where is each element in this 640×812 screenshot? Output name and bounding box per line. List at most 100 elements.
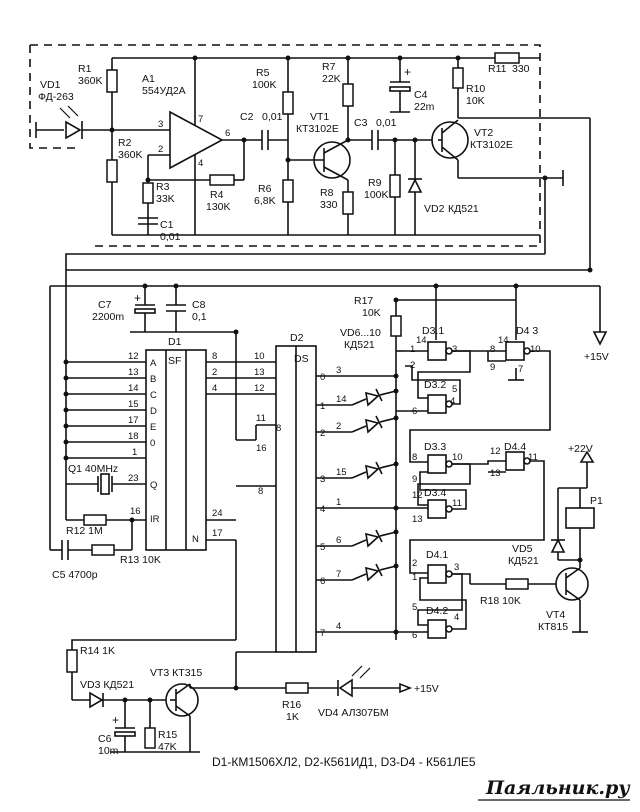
d2-out-label-4: 4 — [320, 504, 325, 515]
latch3-cross-a — [419, 577, 467, 630]
d41-label: D4.1 — [426, 549, 448, 561]
d1-chip — [145, 349, 207, 551]
r11-label: R11 — [488, 63, 507, 75]
plus15-bottom-label: +15V — [414, 683, 439, 695]
c3-value: 0,01 — [376, 117, 397, 129]
pin-12b: 12 — [412, 490, 423, 501]
d34-label: D3.4 — [424, 487, 446, 499]
d2-out-diode-2 — [365, 418, 380, 434]
c8-label: C8 — [192, 299, 206, 311]
vt3-label: VT3 КТ315 — [150, 667, 202, 679]
d2-out-pin-2: 2 — [336, 421, 341, 432]
d42-inverter-bubble — [445, 625, 453, 633]
pin-4c: 4 — [454, 612, 459, 623]
d43-label: D4 3 — [516, 325, 538, 337]
pin-5: 5 — [452, 384, 457, 395]
pin-3c: 3 — [454, 562, 459, 573]
pin-1c: 1 — [412, 572, 417, 583]
d43-gate — [505, 341, 525, 361]
r10-label: R10 — [466, 83, 485, 95]
d1-in-0: 0 — [150, 438, 155, 449]
c4-label: C4 — [414, 89, 428, 101]
d2-label: D2 — [290, 332, 304, 344]
r16-value: 1K — [286, 711, 299, 723]
c4-plus: + — [404, 65, 411, 79]
q1-label: Q1 40MHz — [68, 463, 118, 475]
vt1-label: VT1 — [310, 111, 329, 123]
c7-value: 2200m — [92, 311, 124, 323]
r15-label: R15 — [158, 729, 177, 741]
d1-out-8: 8 — [212, 351, 217, 362]
d32-gate — [427, 394, 447, 414]
r5-value: 100K — [252, 79, 277, 91]
a1-pin6: 6 — [225, 128, 230, 139]
r3-label: R3 — [156, 181, 170, 193]
vd6-10-label: VD6...10 — [340, 327, 381, 339]
p1-relay-coil — [565, 507, 595, 529]
d2-out-pin-5: 6 — [336, 535, 341, 546]
vt4-transistor-icon — [555, 558, 589, 633]
d1-in-e: E — [150, 422, 156, 433]
d1-pin-17: 17 — [128, 415, 139, 426]
pin-5c: 5 — [412, 602, 417, 613]
c3-label: C3 — [354, 117, 368, 129]
d2-out-pin-6: 7 — [336, 569, 341, 580]
a1-label: A1 — [142, 73, 155, 85]
r15-value: 47K — [158, 741, 177, 753]
vd4-label: VD4 АЛ307БМ — [318, 707, 389, 719]
r13-label: R13 10K — [120, 554, 161, 566]
vt2-transistor-icon — [431, 119, 469, 161]
d31-gate — [427, 341, 447, 361]
d2-out-lead-5 — [351, 539, 367, 547]
vt1-type: КТ3102Е — [296, 123, 339, 135]
c6-label: C6 — [98, 733, 112, 745]
d41-out — [452, 573, 471, 584]
c7-plus: + — [134, 291, 141, 305]
vt2-label: VT2 — [474, 127, 493, 139]
plus22-label: +22V — [568, 443, 593, 455]
r2-resistor — [106, 159, 118, 183]
pin-6: 6 — [412, 406, 417, 417]
r17-resistor — [390, 315, 402, 337]
d33-label: D3.3 — [424, 441, 446, 453]
r5-resistor — [282, 91, 294, 115]
r4-value: 130K — [206, 201, 231, 213]
chip-legend: D1-КМ1506ХЛ2, D2-К561ИД1, D3-D4 - К561ЛЕ… — [212, 755, 476, 769]
d1-pin23: 23 — [128, 473, 139, 484]
vt4-type: КТ815 — [538, 621, 568, 633]
d2-pin8-top: 8 — [276, 423, 281, 434]
d2-out-tail-2 — [379, 417, 397, 423]
r16-resistor — [285, 682, 309, 694]
d33-to-d44 — [452, 460, 506, 473]
r8-label: R8 — [320, 187, 334, 199]
c6-plus: + — [112, 713, 119, 727]
d2-out-pin-1: 14 — [336, 394, 347, 405]
vd5-diode-icon — [550, 538, 566, 553]
pin-14b: 14 — [498, 335, 509, 346]
d1-pin24: 24 — [212, 508, 223, 519]
vd6-10-type: КД521 — [344, 339, 375, 351]
r1-resistor — [106, 69, 118, 93]
pin-13b: 13 — [412, 514, 423, 525]
r14-label: R14 1K — [80, 645, 115, 657]
r4-resistor — [209, 174, 235, 186]
d2-out-label-0: 0 — [320, 372, 325, 383]
d1-pin-15: 15 — [128, 399, 139, 410]
d41-inverter-bubble — [445, 570, 453, 578]
vt4-label: VT4 — [546, 609, 565, 621]
r8-value: 330 — [320, 199, 338, 211]
d2-out-pin-0: 3 — [336, 365, 341, 376]
vd4-led-icon — [337, 665, 400, 698]
logic-gates — [396, 341, 551, 639]
pin-11b: 11 — [452, 498, 462, 509]
vd1-type: ФД-263 — [38, 91, 74, 103]
d2-out-label-5: 5 — [320, 542, 325, 553]
d42-gate — [427, 619, 447, 639]
plus15-top-label: +15V — [584, 351, 609, 363]
plus15-arrow-icon — [592, 331, 608, 346]
r3-value: 33K — [156, 193, 175, 205]
c6-value: 10m — [98, 745, 119, 757]
a1-pin3: 3 — [158, 119, 163, 130]
r7-resistor — [342, 83, 354, 107]
d1-n: N — [192, 534, 199, 545]
